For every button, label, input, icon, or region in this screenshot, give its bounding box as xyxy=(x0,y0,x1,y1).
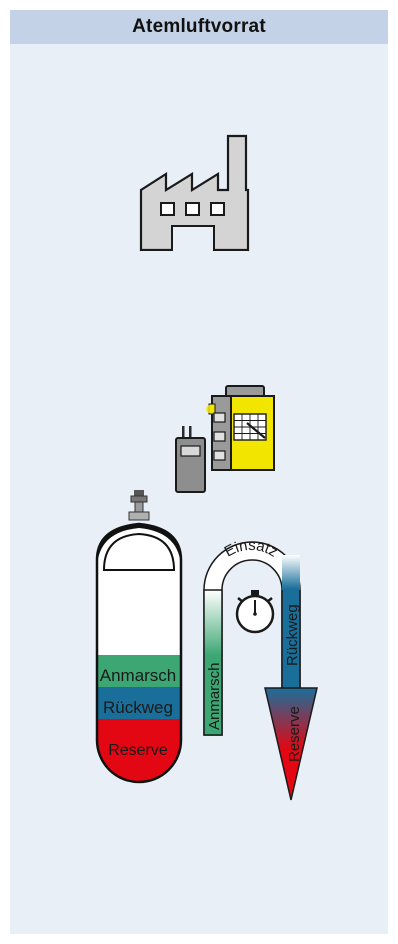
cylinder-segment-rueckweg: Rückweg xyxy=(103,698,173,717)
route-label-anmarsch: Anmarsch xyxy=(206,662,223,730)
air-cylinder-icon xyxy=(95,490,185,810)
cylinder-segment-reserve: Reserve xyxy=(108,742,168,759)
route-label-reserve: Reserve xyxy=(286,706,303,762)
factory-icon xyxy=(141,136,248,252)
radio-icon xyxy=(176,426,205,492)
stopwatch-icon xyxy=(237,590,273,632)
cylinder-segment-anmarsch: Anmarsch xyxy=(100,666,177,685)
control-board-icon xyxy=(206,386,274,470)
route-label-rueckweg: Rückweg xyxy=(284,604,301,666)
